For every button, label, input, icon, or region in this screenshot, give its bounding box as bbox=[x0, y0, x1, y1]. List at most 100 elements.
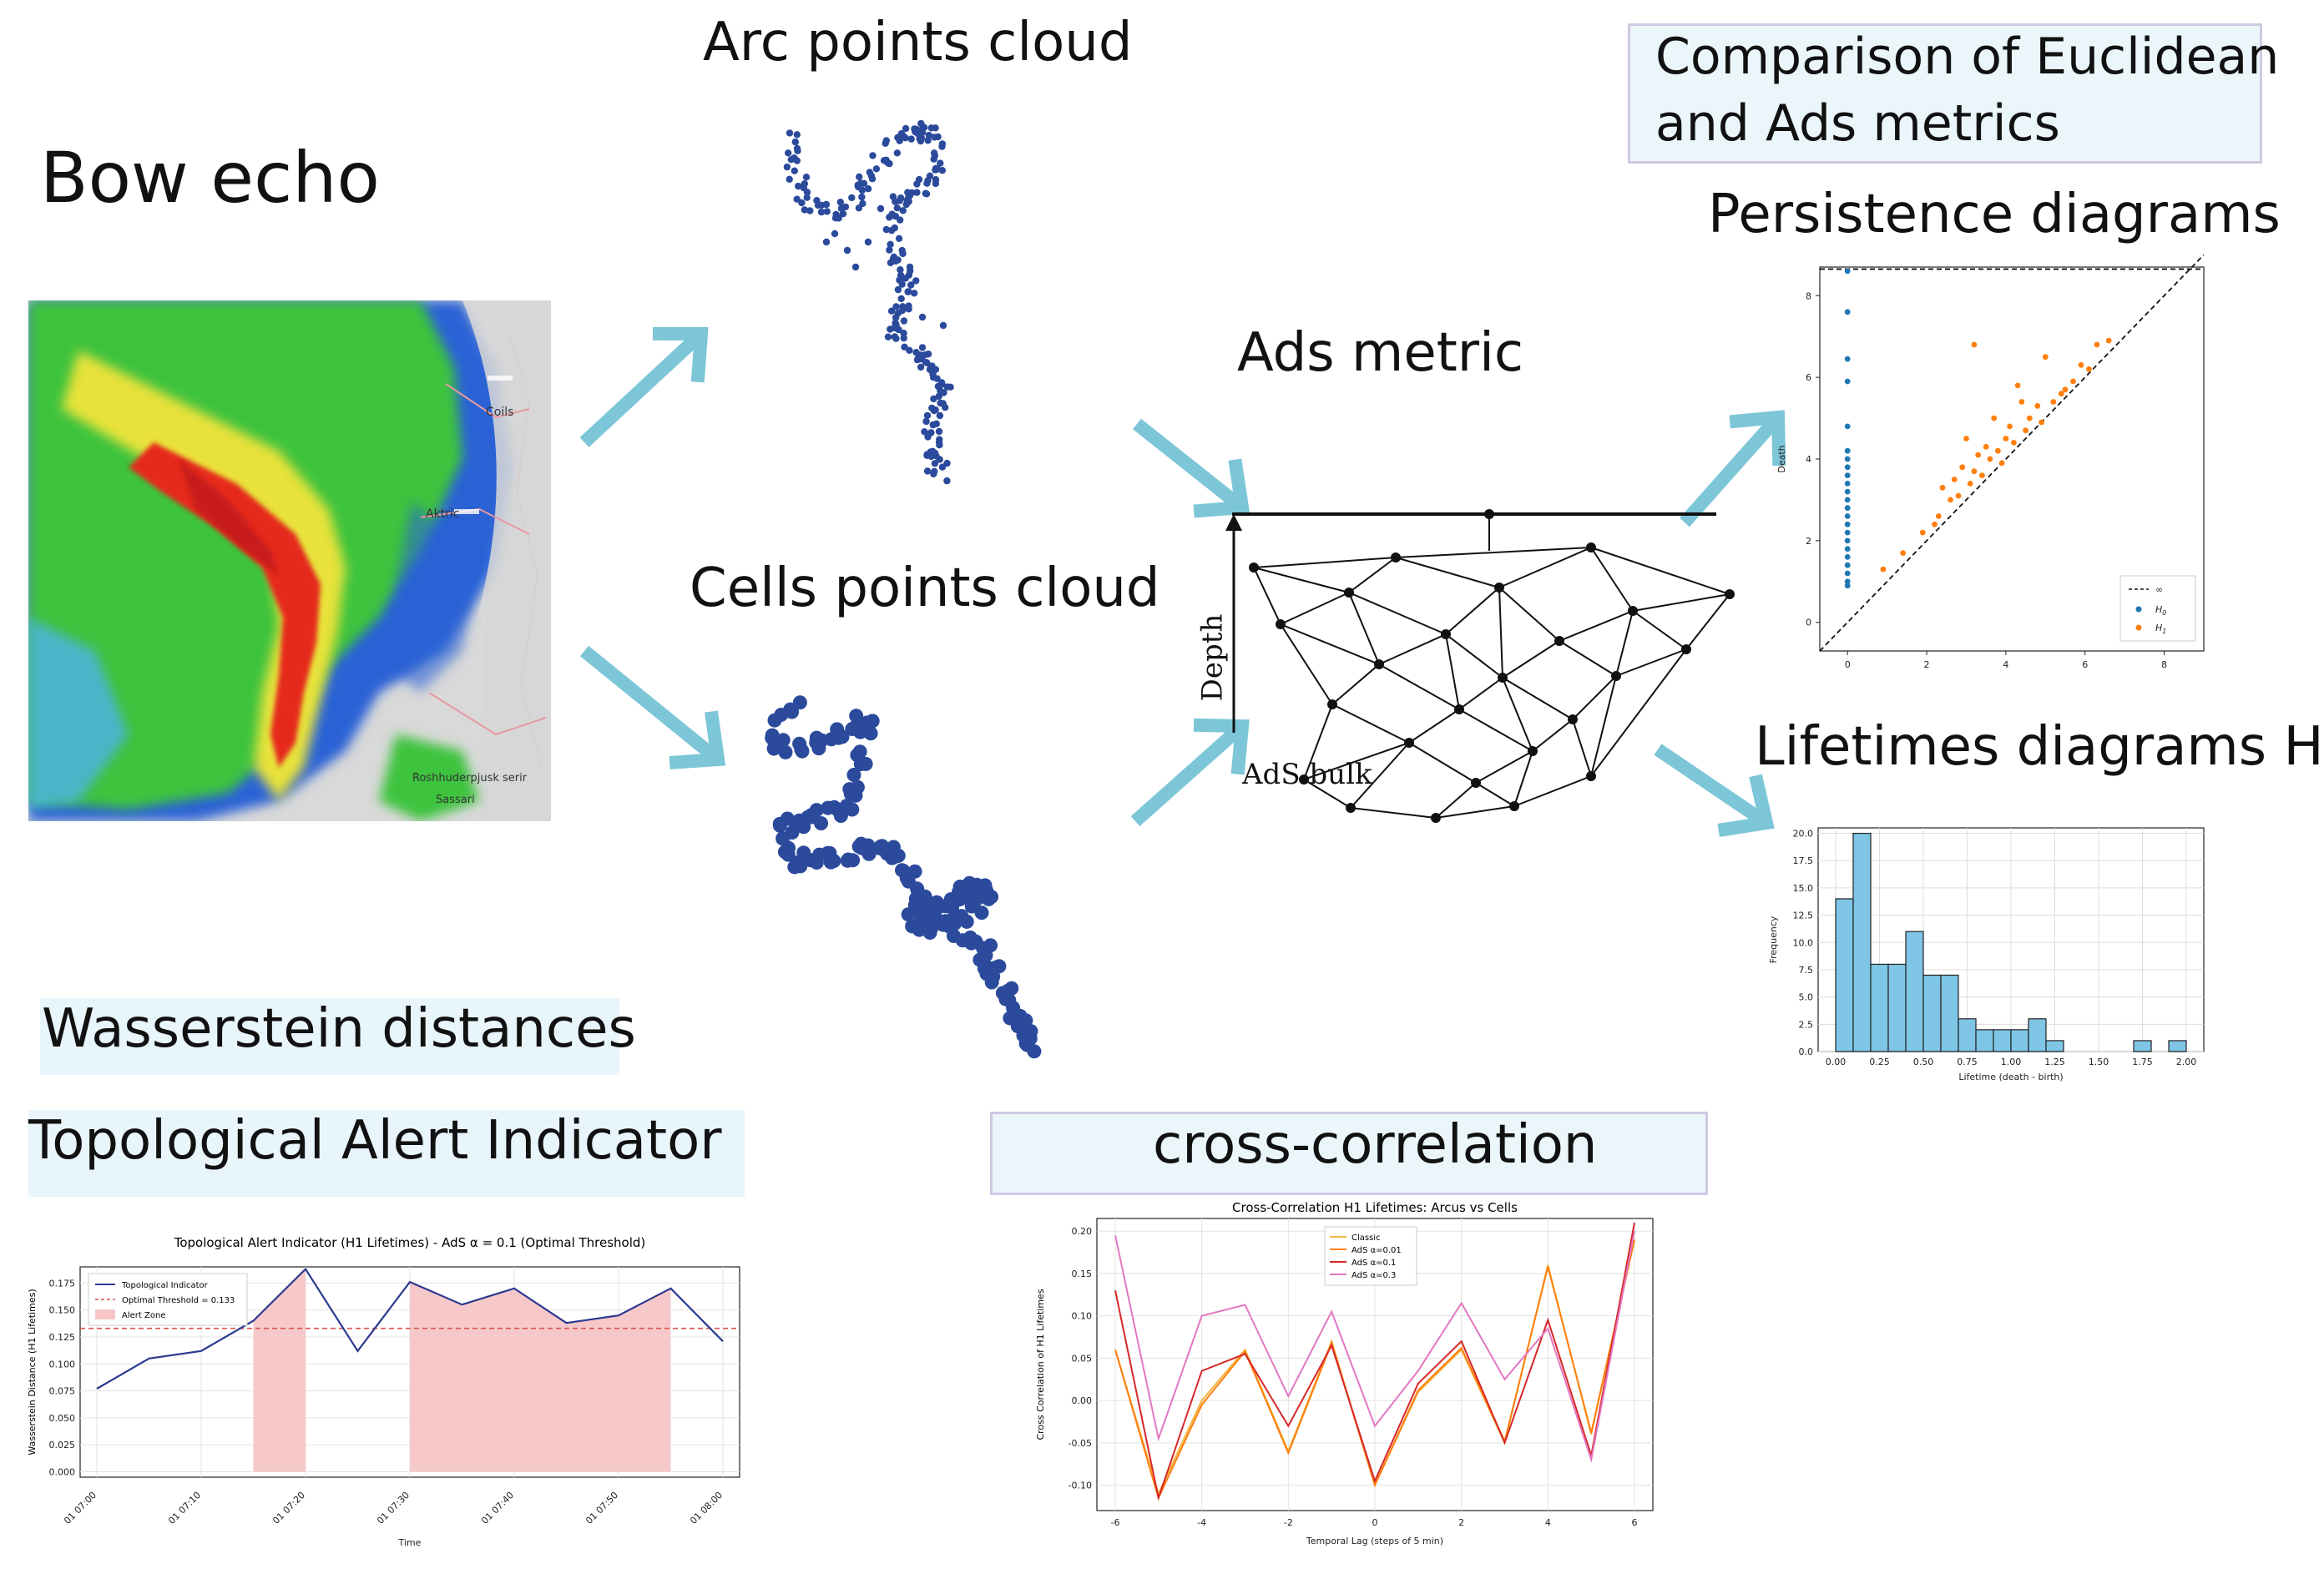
persistence-ytick-label: 6 bbox=[1806, 372, 1811, 383]
ads-edge bbox=[1445, 587, 1500, 635]
ads-node bbox=[1528, 746, 1538, 756]
arc-cloud-point bbox=[905, 288, 912, 295]
arc-cloud-point bbox=[806, 207, 814, 214]
flow-arrow-shaft-2 bbox=[1133, 418, 1246, 513]
arc-cloud-point bbox=[892, 335, 900, 342]
flow-arrow-head-2 bbox=[1193, 458, 1250, 518]
flow-arrow-head-0 bbox=[652, 326, 709, 383]
ads-node bbox=[1611, 671, 1621, 681]
persistence-point-h1 bbox=[2042, 354, 2049, 361]
arc-cloud-point bbox=[791, 167, 798, 174]
alert-legend-zone-mark bbox=[95, 1309, 115, 1319]
ads-node bbox=[1498, 673, 1508, 683]
lifetimes-ytick-label: 5.0 bbox=[1799, 992, 1814, 1003]
ads-node bbox=[1391, 552, 1401, 562]
arc-cloud-point bbox=[924, 433, 932, 441]
arc-cloud-point bbox=[905, 302, 912, 310]
arc-cloud-point bbox=[931, 460, 939, 467]
cells-cloud-point bbox=[986, 969, 1001, 984]
persistence-point-h1 bbox=[2070, 378, 2076, 385]
arc-cloud-point bbox=[912, 277, 920, 285]
ads-edge bbox=[1408, 709, 1460, 744]
ads-edge bbox=[1280, 623, 1333, 705]
ads-node bbox=[1454, 704, 1464, 714]
ads-edge bbox=[1280, 592, 1350, 625]
crosscorr-xtick-label: 2 bbox=[1458, 1517, 1464, 1528]
arc-cloud-point bbox=[817, 208, 826, 216]
arc-cloud-point bbox=[889, 255, 897, 263]
cells-cloud-point bbox=[899, 870, 914, 885]
lifetimes-bar bbox=[2010, 1029, 2029, 1052]
ads-edge bbox=[1572, 675, 1617, 720]
wasserstein-box: Wasserstein distances bbox=[40, 998, 636, 1075]
persistence-point-h1 bbox=[2058, 391, 2064, 397]
cells-points-cloud bbox=[765, 695, 1042, 1059]
ads-edge bbox=[1331, 663, 1380, 705]
lifetimes-ytick-label: 0.0 bbox=[1799, 1047, 1814, 1057]
lifetimes-bar bbox=[1922, 974, 1942, 1052]
ads-edge bbox=[1532, 719, 1574, 752]
persistence-point-h1 bbox=[1991, 415, 1998, 421]
comparison-line1: Comparison of Euclidean bbox=[1655, 28, 2280, 86]
arc-cloud-point bbox=[783, 163, 791, 171]
arc-cloud-point bbox=[900, 330, 907, 337]
arc-cloud-point bbox=[913, 180, 921, 188]
persistence-point-h1 bbox=[2094, 341, 2100, 348]
arc-cloud-point bbox=[793, 131, 801, 139]
cells-cloud-point bbox=[964, 936, 979, 951]
arc-cloud-point bbox=[803, 189, 811, 196]
ads-edge bbox=[1590, 648, 1687, 777]
arc-cloud-point bbox=[795, 182, 802, 190]
ads-edge bbox=[1502, 640, 1560, 679]
arc-cloud-point bbox=[839, 209, 847, 218]
arc-cloud-point bbox=[887, 307, 896, 315]
persistence-point-h1 bbox=[2014, 382, 2021, 389]
cross-correlation-box: cross-correlation bbox=[990, 1112, 1708, 1195]
persistence-point-h1 bbox=[1967, 481, 1973, 487]
lifetimes-bar bbox=[2028, 1018, 2047, 1052]
arc-cloud-point bbox=[913, 189, 921, 196]
persistence-point-h1 bbox=[2050, 399, 2057, 405]
radar-label-coils: Coils bbox=[486, 406, 513, 419]
cells-cloud-point bbox=[849, 709, 864, 724]
arc-cloud-point bbox=[887, 226, 896, 235]
persistence-point-h1 bbox=[2086, 366, 2092, 372]
alert-xtick-label: 01 08:00 bbox=[688, 1490, 725, 1526]
ads-node bbox=[1509, 801, 1519, 811]
arc-cloud-point bbox=[859, 199, 866, 208]
persistence-ytick-label: 4 bbox=[1806, 454, 1811, 465]
persistence-point-h0 bbox=[1844, 488, 1851, 495]
lifetimes-bar bbox=[1835, 898, 1854, 1052]
persistence-point-h0 bbox=[1844, 472, 1851, 478]
persistence-point-h0 bbox=[1844, 497, 1851, 503]
persistence-point-h1 bbox=[1975, 452, 1982, 458]
arc-cloud-point bbox=[893, 149, 901, 157]
ads-network-diagram bbox=[1225, 509, 1735, 823]
lifetimes-xlabel: Lifetime (death - birth) bbox=[1958, 1072, 2063, 1082]
persistence-point-h1 bbox=[2034, 403, 2041, 409]
cells-cloud-point bbox=[772, 816, 787, 831]
arc-cloud-point bbox=[786, 175, 793, 183]
cells-cloud-point bbox=[845, 802, 860, 817]
ads-bulk-label: AdS bulk bbox=[1242, 758, 1372, 791]
ads-edge bbox=[1632, 593, 1730, 612]
arc-cloud-point bbox=[882, 225, 890, 234]
cells-cloud-point bbox=[809, 855, 824, 870]
crosscorr-xtick-label: 6 bbox=[1632, 1517, 1638, 1528]
ads-edge bbox=[1572, 719, 1592, 777]
arc-cloud-point bbox=[877, 204, 885, 213]
flow-arrow-head-5 bbox=[1717, 774, 1775, 837]
arc-cloud-point bbox=[932, 420, 940, 427]
alert-legend-threshold: Optimal Threshold = 0.133 bbox=[122, 1296, 235, 1305]
lifetimes-xtick-label: 1.25 bbox=[2044, 1057, 2065, 1067]
crosscorr-ytick-label: 0.20 bbox=[1072, 1226, 1093, 1237]
lifetimes-bar bbox=[1940, 974, 1959, 1052]
wasserstein-title: Wasserstein distances bbox=[42, 998, 636, 1060]
alert-chart-title: Topological Alert Indicator (H1 Lifetime… bbox=[174, 1235, 646, 1250]
ads-node bbox=[1431, 813, 1441, 823]
ads-edge bbox=[1303, 779, 1351, 809]
arc-cloud-point bbox=[858, 186, 866, 194]
ads-node bbox=[1374, 659, 1384, 669]
ads-edge bbox=[1559, 610, 1634, 642]
ads-edge bbox=[1435, 805, 1515, 819]
